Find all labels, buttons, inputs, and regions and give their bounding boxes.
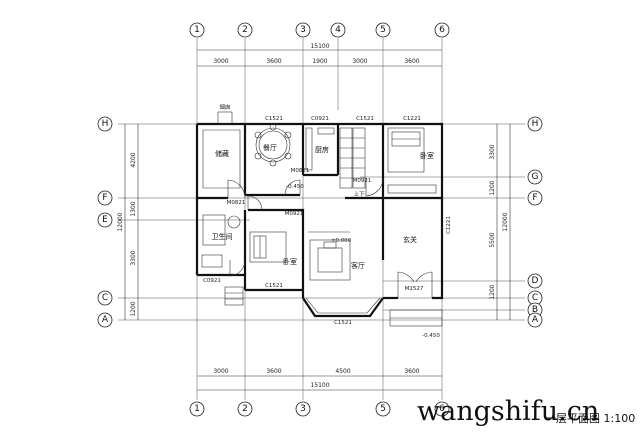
kitchen: 厨房 xyxy=(305,127,335,171)
left-seg-2: 1300 xyxy=(130,201,137,216)
doors xyxy=(227,177,384,277)
top-axis-markers: 1 2 3 4 5 6 xyxy=(189,22,450,38)
code-m1: M0821 xyxy=(227,200,246,206)
top-seg-4: 3000 xyxy=(352,58,367,65)
right-seg-2: 1200 xyxy=(489,180,496,195)
axis-right-D: D xyxy=(532,276,539,286)
left-total-dim: 12000 xyxy=(117,212,124,231)
room-storage: 储藏 xyxy=(215,149,229,158)
axis-bottom-5: 5 xyxy=(380,404,386,414)
right-seg-1: 3300 xyxy=(489,144,496,159)
level-marks: -0.450 ±0.000 -0.450 xyxy=(286,184,440,339)
level-mark-2: ±0.000 xyxy=(331,238,352,244)
right-dimensions: 3300 1200 5500 1200 12000 xyxy=(489,124,511,320)
axis-top-1: 1 xyxy=(194,25,200,35)
axis-bottom-1: 1 xyxy=(194,404,200,414)
axis-left-C: C xyxy=(102,293,108,303)
right-axis-markers: H G F D C B A xyxy=(527,116,543,328)
room-bedroom-sw: 卧室 xyxy=(283,257,297,266)
entry-steps xyxy=(224,286,443,327)
code-m5: M1527 xyxy=(405,286,424,292)
room-bedroom-ne: 卧室 xyxy=(420,151,434,160)
code-c1: C1521 xyxy=(265,116,283,122)
bedroom-ne: 卧室 xyxy=(387,127,437,194)
watermark: wangshifu.cn xyxy=(417,396,599,427)
interior-walls xyxy=(197,124,442,290)
left-axis-markers: H F E C A xyxy=(97,116,113,328)
right-seg-4: 1200 xyxy=(489,284,496,299)
drawing-title: 一层平面图 1:100 xyxy=(545,412,635,425)
right-total-dim: 12000 xyxy=(502,212,509,231)
stair-label: 上下 xyxy=(353,190,365,198)
code-m2: M0921 xyxy=(285,211,304,217)
bottom-axis-markers: 1 2 3 5 6 xyxy=(189,401,450,417)
room-entrance: 玄关 xyxy=(403,235,417,244)
stair: 上下 xyxy=(339,127,366,198)
left-seg-3: 3300 xyxy=(130,250,137,265)
axis-top-3: 3 xyxy=(300,25,306,35)
room-bathroom: 卫生间 xyxy=(212,232,233,241)
code-c5: C1521 xyxy=(265,283,283,289)
bottom-dimensions: 3000 3600 4500 3600 15100 xyxy=(197,368,442,391)
left-seg-1: 4200 xyxy=(130,152,137,167)
chimney-label: 烟囱 xyxy=(219,103,230,111)
axis-right-B: B xyxy=(532,305,538,315)
vertical-grid-lines xyxy=(196,38,443,400)
top-seg-2: 3600 xyxy=(266,58,281,65)
level-mark-1: -0.450 xyxy=(286,184,304,190)
bottom-total-dim: 15100 xyxy=(310,382,329,389)
room-kitchen: 厨房 xyxy=(315,145,329,154)
code-c3: C1521 xyxy=(356,116,374,122)
room-living: 客厅 xyxy=(351,261,365,270)
code-c6: C1521 xyxy=(334,320,352,326)
top-seg-3: 1900 xyxy=(312,58,327,65)
code-c2: C0921 xyxy=(311,116,329,122)
code-m4: M0821 xyxy=(291,168,310,174)
axis-bottom-2: 2 xyxy=(242,404,248,414)
living-room: 客厅 xyxy=(308,231,365,281)
axis-top-4: 4 xyxy=(335,25,341,35)
room-dining: 餐厅 xyxy=(263,143,277,152)
axis-left-E: E xyxy=(102,215,108,225)
left-seg-4: 1200 xyxy=(130,301,137,316)
right-seg-3: 5500 xyxy=(489,232,496,247)
axis-top-6: 6 xyxy=(439,25,445,35)
code-c4: C1221 xyxy=(403,116,421,122)
axis-left-F: F xyxy=(102,193,107,203)
axis-bottom-3: 3 xyxy=(300,404,306,414)
top-total-dim: 15100 xyxy=(310,43,329,50)
axis-right-A: A xyxy=(532,315,539,325)
bay-window xyxy=(302,297,384,318)
code-m3: M0921 xyxy=(353,178,372,184)
axis-top-2: 2 xyxy=(242,25,248,35)
dining-room: 餐厅 xyxy=(254,123,292,167)
storage-room: 烟囱 储藏 xyxy=(202,103,241,189)
bathroom: 卫生间 xyxy=(201,214,241,268)
entrance: 玄关 xyxy=(397,235,433,298)
axis-right-H: H xyxy=(532,119,539,129)
top-seg-5: 3600 xyxy=(404,58,419,65)
left-dimensions: 12000 4200 1300 3300 1200 xyxy=(117,124,139,320)
horizontal-grid-lines xyxy=(118,123,525,321)
axis-left-H: H xyxy=(102,119,109,129)
axis-left-A: A xyxy=(102,315,109,325)
top-seg-1: 3000 xyxy=(213,58,228,65)
code-c8: C0921 xyxy=(203,278,221,284)
bottom-seg-2: 3600 xyxy=(266,368,281,375)
opening-codes: C1521 C0921 C1521 C1221 C1521 C1521 C092… xyxy=(203,116,452,326)
axis-right-G: G xyxy=(532,172,539,182)
bottom-seg-4: 3600 xyxy=(404,368,419,375)
level-mark-3: -0.450 xyxy=(422,333,440,339)
bedroom-sw: 卧室 xyxy=(249,231,297,266)
axis-bottom-6: 6 xyxy=(439,404,445,414)
bottom-seg-3: 4500 xyxy=(335,368,350,375)
axis-right-C: C xyxy=(532,293,538,303)
axis-top-5: 5 xyxy=(380,25,386,35)
axis-right-F: F xyxy=(532,193,537,203)
top-dimensions: 15100 3000 3600 1900 3000 3600 xyxy=(197,43,442,67)
code-c7: C1221 xyxy=(446,216,452,234)
bottom-seg-1: 3000 xyxy=(213,368,228,375)
